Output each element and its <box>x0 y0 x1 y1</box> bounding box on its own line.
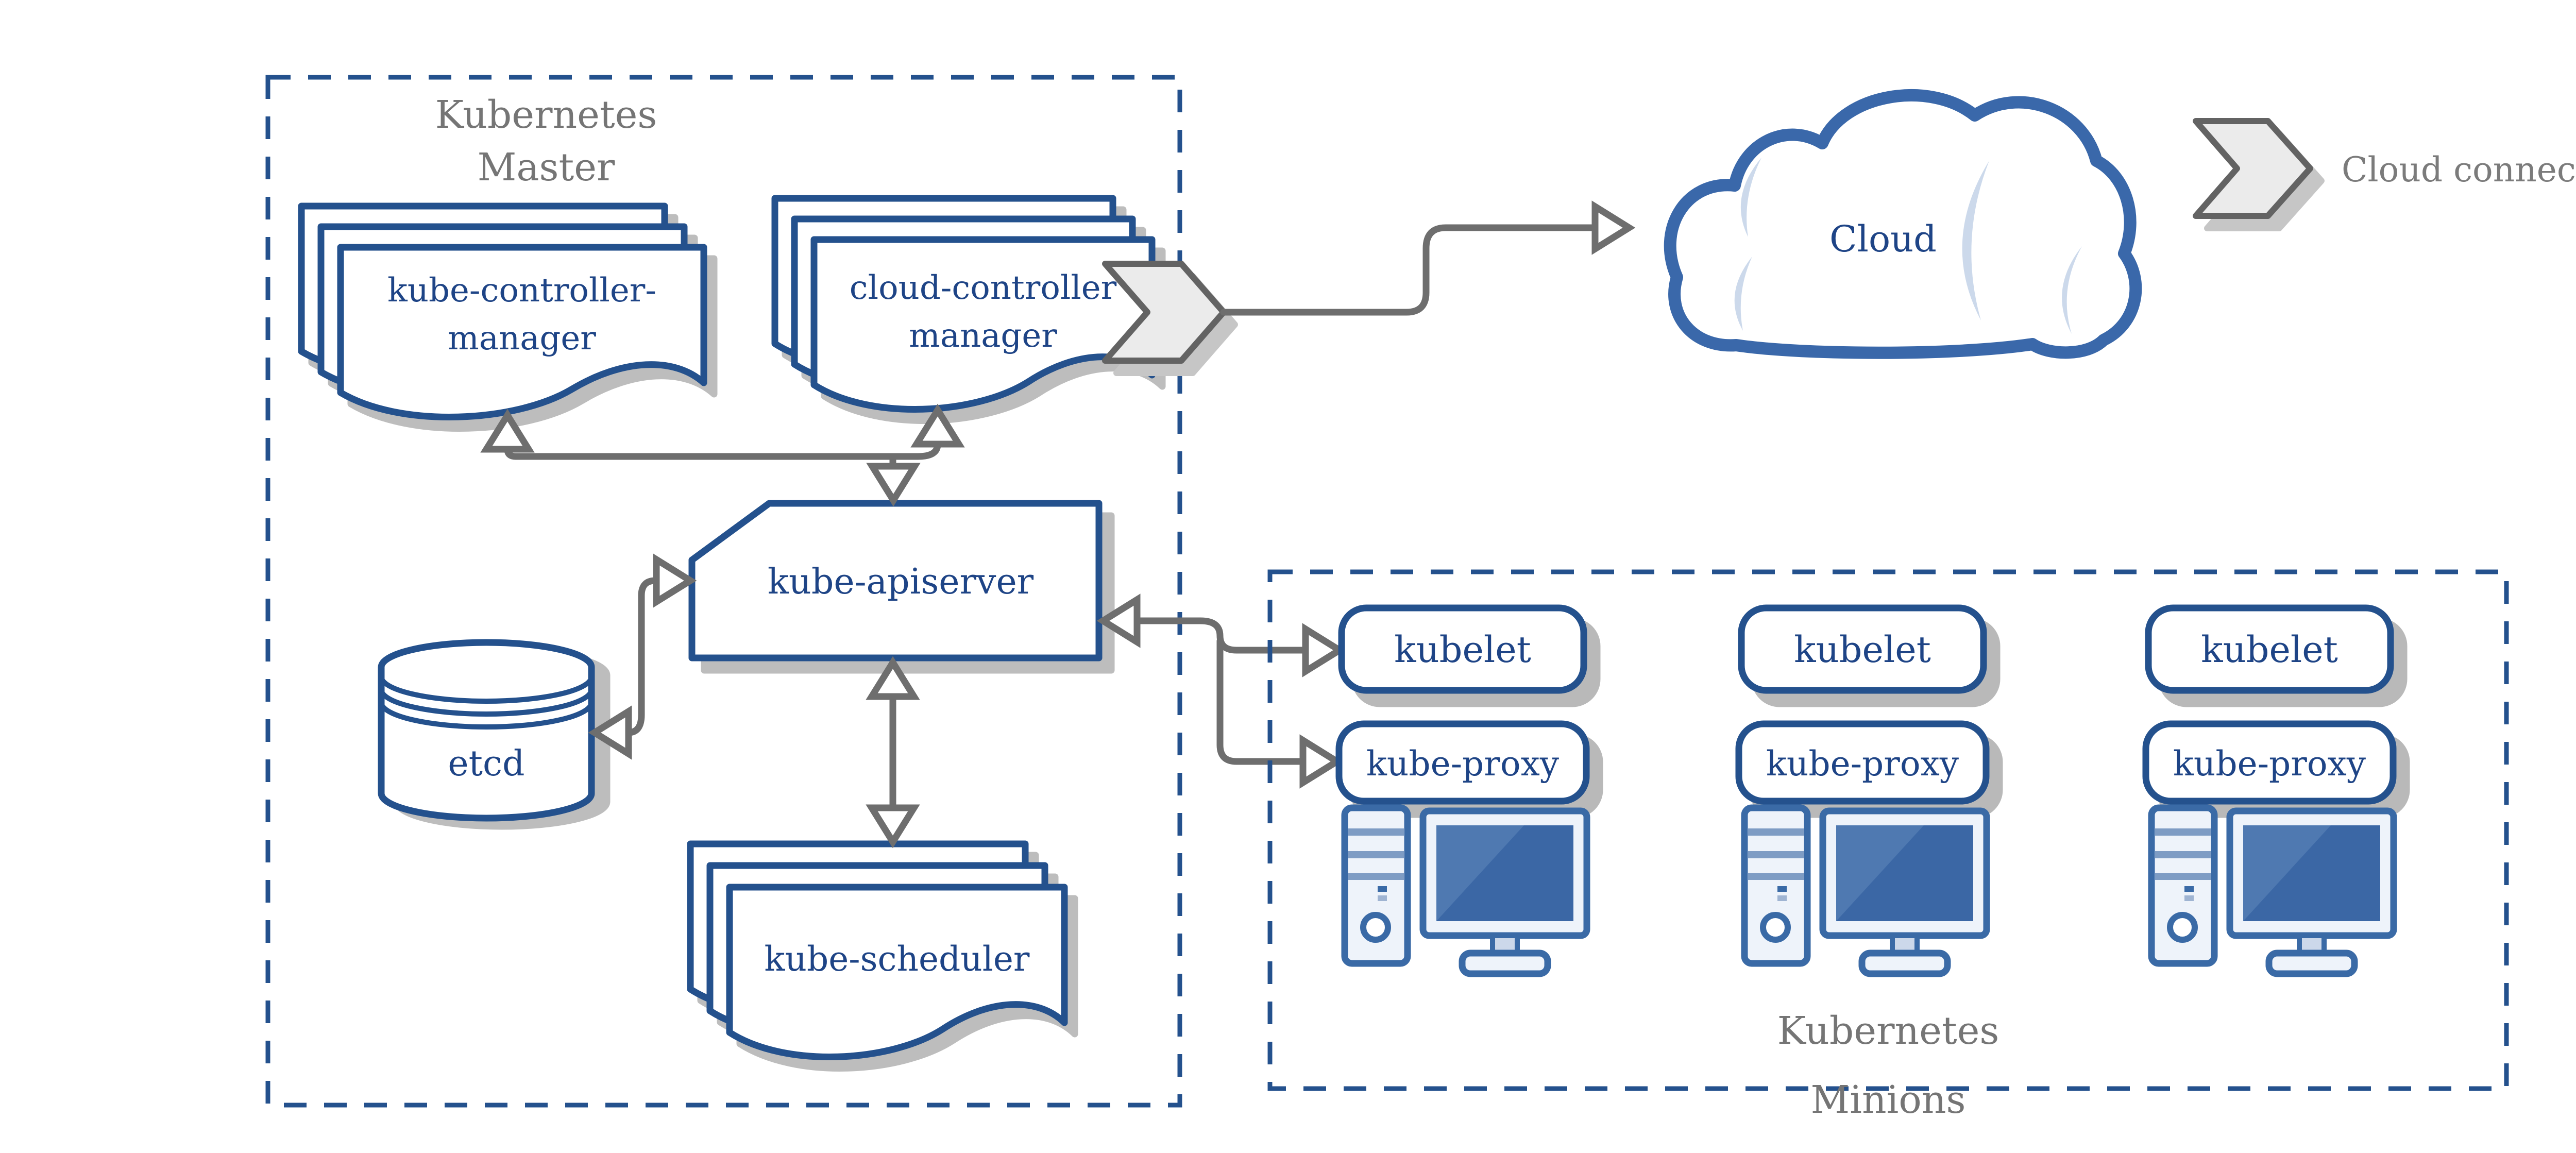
cloud-controller-manager-label-line1: cloud-controller <box>850 269 1117 307</box>
legend-label: Cloud connector <box>2342 150 2576 190</box>
cloud-controller-manager-label-line2: manager <box>909 317 1057 355</box>
cloud-icon <box>1664 89 2142 359</box>
legend-cloud-connector: Cloud connector <box>2193 118 2576 219</box>
kube-proxy-box <box>2142 720 2397 805</box>
kubelet-box <box>1338 604 1587 694</box>
cloud-node: Cloud <box>1664 89 2142 359</box>
arrowhead-icon <box>1103 600 1137 642</box>
minion-node-2: kubelet kube-proxy <box>1735 604 1990 974</box>
master-title-line1: Kubernetes <box>435 93 657 137</box>
arrowhead-icon <box>1306 629 1340 671</box>
computer-icon <box>1744 808 1987 974</box>
kubelet-label: kubelet <box>1394 629 1531 671</box>
card-shape <box>688 500 1103 662</box>
etcd-node: etcd <box>378 639 595 822</box>
kube-proxy-box <box>1735 720 1990 805</box>
minions-title-line2: Minions <box>1811 1078 1966 1122</box>
minion-node-3: kubelet kube-proxy <box>2142 604 2397 974</box>
document-shape <box>337 244 707 420</box>
minion-node-1: kubelet kube-proxy <box>1335 604 1590 974</box>
kube-proxy-box <box>1335 720 1590 805</box>
arrowhead-icon <box>1303 740 1337 783</box>
arrowhead-icon <box>486 415 529 449</box>
kube-apiserver-label: kube-apiserver <box>768 562 1034 602</box>
kube-apiserver-node: kube-apiserver <box>688 500 1103 662</box>
etcd-label: etcd <box>448 743 524 784</box>
arrowhead-icon <box>917 410 959 444</box>
minions-dashed-border <box>1267 569 2509 1091</box>
computer-icon <box>1345 808 1587 974</box>
arrow-apiserver-scheduler <box>872 663 914 842</box>
document-shape <box>726 884 1068 1060</box>
arrow-apiserver-etcd <box>595 559 690 754</box>
cloud-label: Cloud <box>1829 218 1937 260</box>
chevron-right-icon <box>1102 261 1227 364</box>
kube-controller-manager-label-line1: kube-controller- <box>387 272 656 310</box>
arrowhead-icon <box>872 808 914 842</box>
arrow-controllers-to-apiserver <box>486 410 959 500</box>
arrowhead-icon <box>1595 207 1629 249</box>
kube-proxy-label: kube-proxy <box>1766 744 1959 784</box>
master-title-line2: Master <box>478 145 615 190</box>
minions-title-line1: Kubernetes <box>1777 1009 1999 1053</box>
kube-controller-manager-label-line2: manager <box>448 319 596 358</box>
master-dashed-border <box>265 75 1182 1108</box>
kubelet-box <box>1738 604 1987 694</box>
kube-scheduler-label: kube-scheduler <box>765 939 1030 979</box>
kubernetes-master-group: Kubernetes Master kube-controller- manag… <box>265 75 1182 1108</box>
kube-proxy-label: kube-proxy <box>2173 744 2366 784</box>
kubelet-box <box>2145 604 2394 694</box>
arrow-apiserver-to-node1 <box>1103 600 1340 783</box>
kube-controller-manager-node: kube-controller- manager <box>298 202 707 420</box>
arrow-connector-to-cloud <box>1220 207 1629 316</box>
arrowhead-icon <box>872 466 914 500</box>
kubelet-label: kubelet <box>2201 629 2338 671</box>
kube-proxy-label: kube-proxy <box>1366 744 1560 784</box>
arrowhead-icon <box>595 711 629 754</box>
kubelet-label: kubelet <box>1794 629 1931 671</box>
cloud-connector-legend-icon <box>2193 118 2313 219</box>
cloud-connector-chevron <box>1102 261 1227 364</box>
arrowhead-icon <box>872 663 914 697</box>
kubernetes-minions-group: kubelet kube-proxy kubelet kube-proxy ku… <box>1267 569 2509 1122</box>
arrowhead-icon <box>656 559 690 602</box>
computer-icon <box>2151 808 2394 974</box>
database-cylinder-icon <box>378 639 595 822</box>
kube-scheduler-node: kube-scheduler <box>687 840 1068 1060</box>
cloud-controller-manager-node: cloud-controller manager <box>771 195 1156 413</box>
